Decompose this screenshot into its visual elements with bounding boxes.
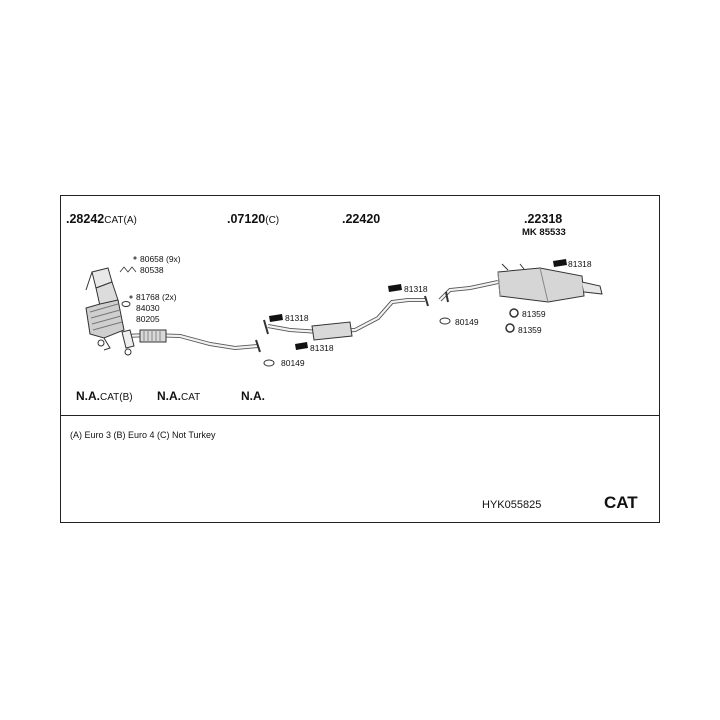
small-part-84030: 84030 — [136, 303, 160, 313]
clamp-icon — [509, 308, 519, 318]
diagram-frame — [60, 195, 660, 523]
rubber-hanger-icon — [295, 342, 308, 350]
gasket-icon — [121, 301, 131, 307]
variant-notes: (A) Euro 3 (B) Euro 4 (C) Not Turkey — [70, 430, 216, 440]
small-part-81359-a: 81359 — [522, 309, 546, 319]
rubber-hanger-icon — [269, 314, 283, 322]
small-part-81318-c: 81318 — [404, 284, 428, 294]
part-label-22420: .22420 — [342, 212, 381, 226]
rear-silencer-illustration — [438, 263, 603, 303]
small-part-80538: 80538 — [140, 265, 164, 275]
bolt-icon — [129, 295, 133, 299]
part-label-28242: .28242CAT(A) — [66, 212, 137, 226]
front-pipe-illustration — [121, 329, 261, 356]
notes-divider — [61, 415, 659, 416]
small-part-81318-b: 81318 — [310, 343, 334, 353]
gasket-icon — [439, 317, 451, 325]
catalytic-converter-illustration — [85, 267, 125, 351]
category-label: CAT — [604, 493, 638, 512]
center-pipe-illustration — [263, 295, 429, 341]
small-part-81318-d: 81318 — [568, 259, 592, 269]
small-part-80149-a: 80149 — [281, 358, 305, 368]
bolt-icon — [133, 256, 137, 260]
rubber-hanger-icon — [553, 259, 567, 267]
mounting-kit-label: MK 85533 — [522, 227, 566, 238]
small-part-80149-b: 80149 — [455, 317, 479, 327]
rubber-hanger-icon — [388, 284, 402, 292]
na-label-1: N.A.CAT(B) — [76, 389, 133, 403]
small-part-80205: 80205 — [136, 314, 160, 324]
gasket-icon — [119, 266, 137, 273]
clamp-icon — [505, 323, 515, 333]
gasket-icon — [263, 359, 275, 367]
small-part-81359-b: 81359 — [518, 325, 542, 335]
kit-code: HYK055825 — [482, 499, 542, 511]
small-part-80658: 80658 (9x) — [140, 254, 181, 264]
small-part-81318-a: 81318 — [285, 313, 309, 323]
small-part-81768: 81768 (2x) — [136, 292, 177, 302]
na-label-3: N.A. — [241, 389, 265, 403]
part-label-07120: .07120(C) — [227, 212, 280, 226]
na-label-2: N.A.CAT — [157, 389, 201, 403]
part-label-22318: .22318 — [524, 212, 563, 226]
